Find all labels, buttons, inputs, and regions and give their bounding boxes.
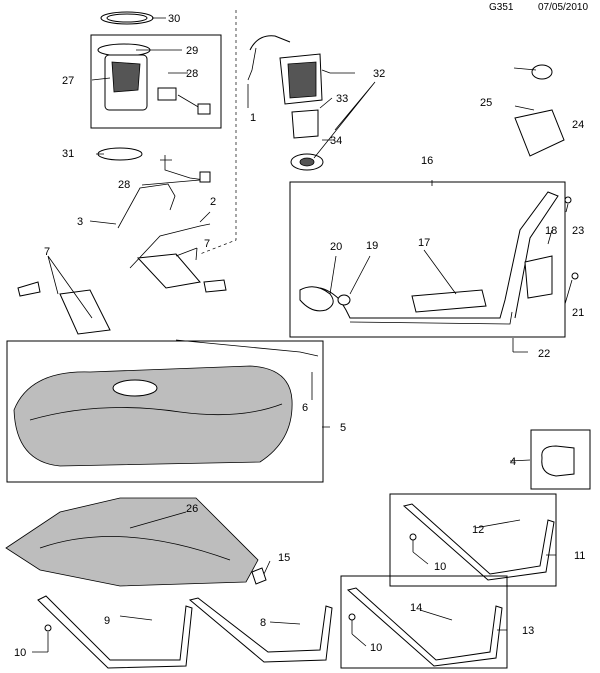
callout-2: 2 bbox=[210, 196, 216, 208]
callout-25: 25 bbox=[480, 97, 492, 109]
tank-strap-kit-a-part bbox=[402, 503, 555, 581]
callout-12: 12 bbox=[472, 524, 484, 536]
callout-31: 31 bbox=[62, 148, 74, 160]
callout-23: 23 bbox=[572, 225, 584, 237]
heat-shield-part-c bbox=[136, 253, 201, 289]
filler-neck-frame bbox=[289, 181, 566, 338]
callout-32: 32 bbox=[373, 68, 385, 80]
strap-kit-frame-b bbox=[340, 575, 508, 669]
pump-opening-part bbox=[112, 379, 158, 397]
callout-10b: 10 bbox=[434, 561, 446, 573]
filler-shield-part bbox=[411, 289, 487, 313]
filler-bracket-part bbox=[524, 255, 553, 299]
fuel-tank-part bbox=[13, 365, 293, 467]
filler-cap-part bbox=[531, 64, 553, 80]
callout-8: 8 bbox=[260, 617, 266, 629]
tank-strap-kit-b-part bbox=[346, 587, 503, 667]
callout-28b: 28 bbox=[118, 179, 130, 191]
diagram-code: G351 bbox=[489, 2, 514, 13]
callout-3: 3 bbox=[77, 216, 83, 228]
callout-16: 16 bbox=[421, 155, 433, 167]
fuel-tank-frame bbox=[6, 340, 324, 483]
fuel-pump-module-group bbox=[90, 11, 222, 183]
filler-hose-part bbox=[299, 286, 334, 312]
pump-connector-part bbox=[157, 87, 177, 101]
seal-ring-part bbox=[97, 147, 143, 161]
harness-plug-part bbox=[199, 171, 211, 183]
callout-20: 20 bbox=[330, 241, 342, 253]
callout-1: 1 bbox=[250, 112, 256, 124]
callout-19: 19 bbox=[366, 240, 378, 252]
nut-part bbox=[571, 272, 579, 280]
callout-28a: 28 bbox=[186, 68, 198, 80]
strap-insulator-part bbox=[541, 445, 575, 477]
callout-13: 13 bbox=[522, 625, 534, 637]
callout-7b: 7 bbox=[204, 238, 210, 250]
vapor-line-part bbox=[129, 223, 211, 269]
tank-strap-right-part bbox=[188, 597, 333, 663]
callout-26: 26 bbox=[186, 503, 198, 515]
fuel-line-part bbox=[117, 183, 176, 229]
diagram-date: 07/05/2010 bbox=[538, 2, 589, 13]
filter-core-part bbox=[287, 61, 317, 99]
strap-insulator-frame bbox=[530, 429, 591, 490]
callout-14: 14 bbox=[410, 602, 422, 614]
filter-hose-part bbox=[249, 35, 291, 51]
fuel-tank-group bbox=[6, 339, 324, 483]
heat-shield-part-b bbox=[59, 289, 111, 335]
filler-housing-part bbox=[514, 109, 565, 157]
fuel-pump-module-frame bbox=[90, 34, 222, 129]
callout-30: 30 bbox=[168, 13, 180, 25]
heat-shield-part-d bbox=[203, 279, 227, 293]
lock-ring-inner bbox=[106, 13, 148, 23]
filter-element-part bbox=[291, 109, 319, 139]
callout-27: 27 bbox=[62, 75, 74, 87]
filler-neck-group bbox=[289, 64, 579, 352]
callout-33: 33 bbox=[336, 93, 348, 105]
sender-plug-part bbox=[197, 103, 211, 115]
callout-9: 9 bbox=[104, 615, 110, 627]
callout-24: 24 bbox=[572, 119, 584, 131]
callout-6: 6 bbox=[302, 402, 308, 414]
strap-kit-frame-a bbox=[389, 493, 557, 587]
callout-22: 22 bbox=[538, 348, 550, 360]
fuel-filter-group bbox=[247, 35, 324, 171]
callout-7a: 7 bbox=[44, 246, 50, 258]
callout-10c: 10 bbox=[370, 642, 382, 654]
callout-34: 34 bbox=[330, 135, 342, 147]
callout-18: 18 bbox=[545, 225, 557, 237]
callout-29: 29 bbox=[186, 45, 198, 57]
callout-17: 17 bbox=[418, 237, 430, 249]
pump-motor-part bbox=[111, 61, 141, 93]
callout-15: 15 bbox=[278, 552, 290, 564]
callout-10a: 10 bbox=[14, 647, 26, 659]
clip-part bbox=[251, 567, 267, 585]
tank-strap-left-part bbox=[37, 595, 193, 669]
callout-4: 4 bbox=[510, 456, 516, 468]
heat-shield-part-a bbox=[17, 281, 41, 297]
hose-clamp-part bbox=[337, 294, 351, 306]
underbody-shield-part bbox=[5, 497, 259, 587]
callout-5: 5 bbox=[340, 422, 346, 434]
callout-11: 11 bbox=[574, 550, 585, 562]
bolt-part bbox=[564, 196, 572, 204]
callout-21: 21 bbox=[572, 307, 584, 319]
